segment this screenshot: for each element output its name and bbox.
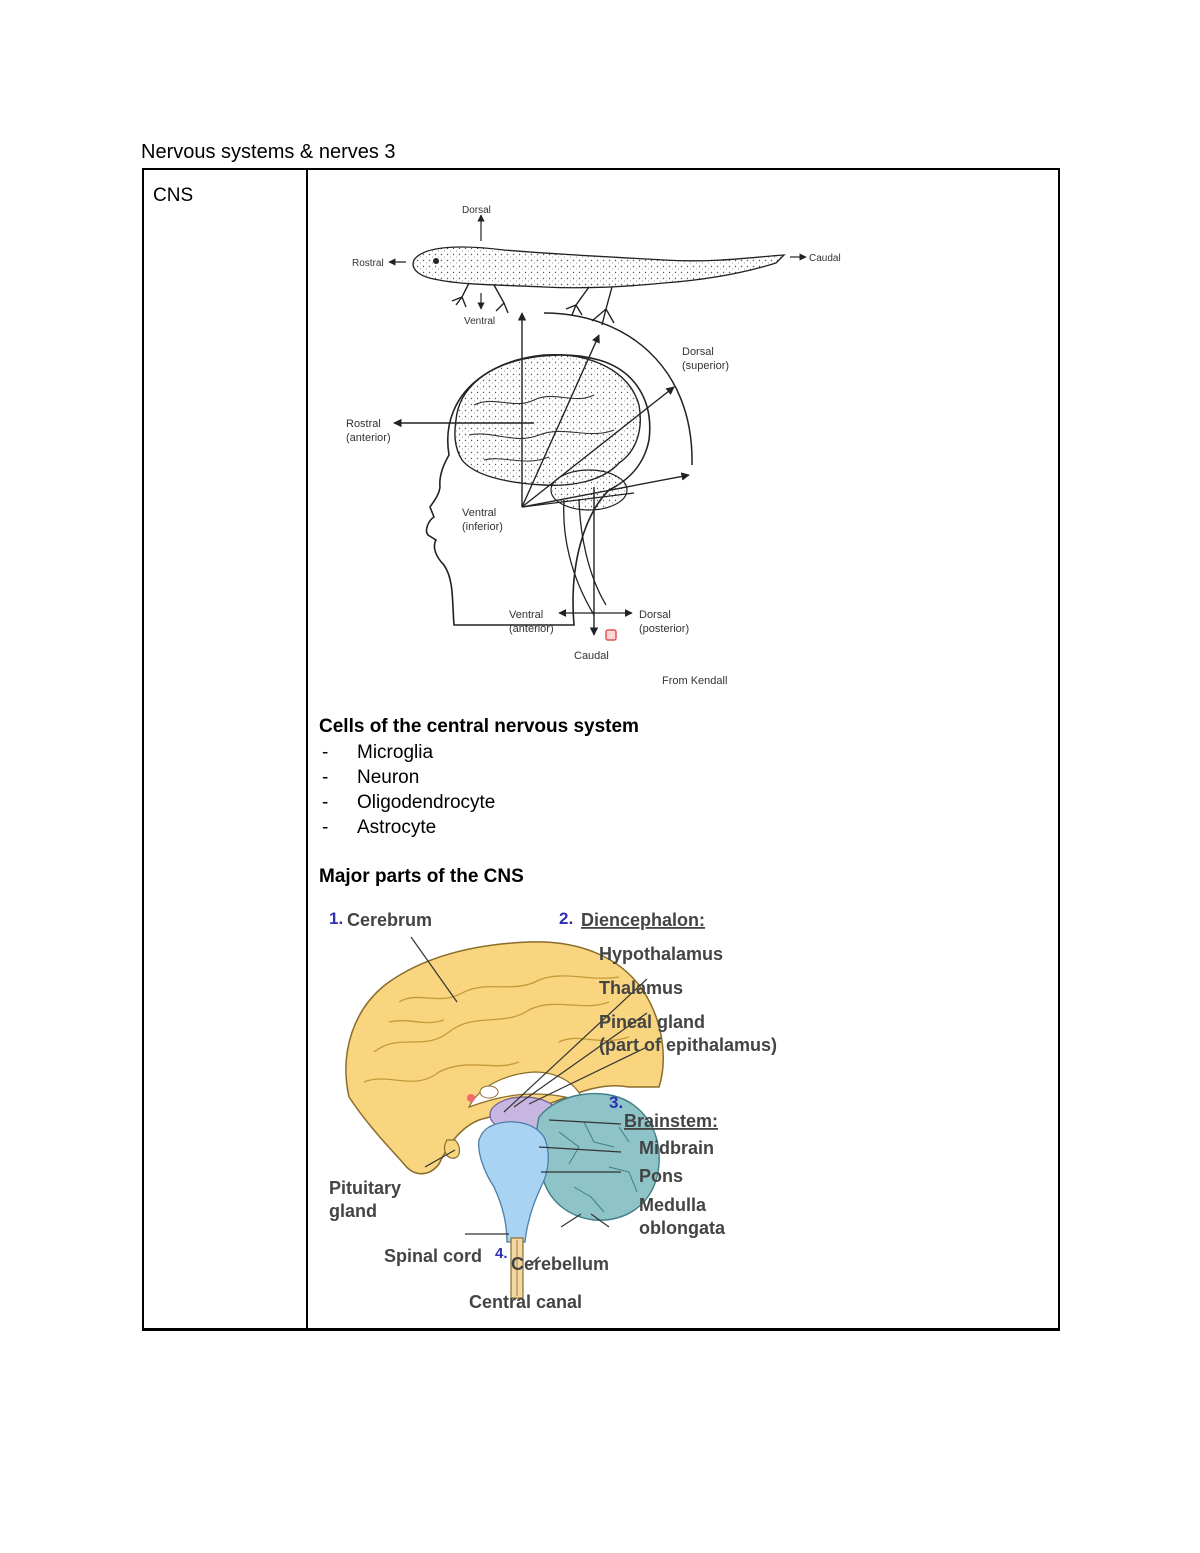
pituitary-sub-label: gland bbox=[329, 1201, 377, 1221]
list-item-text: Microglia bbox=[357, 742, 434, 763]
pons-label: Pons bbox=[639, 1166, 683, 1186]
human-head-figure bbox=[425, 312, 693, 626]
list-marker: - bbox=[322, 742, 329, 763]
ventral-anterior-sub-label: (anterior) bbox=[509, 623, 554, 635]
number-2-label: 2. bbox=[559, 909, 573, 928]
pituitary-shape bbox=[443, 1139, 461, 1159]
pineal-gland-label: Pineal gland bbox=[599, 1012, 705, 1032]
number-3-label: 3. bbox=[609, 1093, 623, 1112]
dorsal-posterior-label: Dorsal bbox=[639, 609, 671, 621]
list-item-text: Neuron bbox=[357, 767, 420, 788]
cerebellum-label: Cerebellum bbox=[511, 1254, 609, 1274]
dorsal-superior-label: Dorsal bbox=[682, 346, 714, 358]
medulla-label: Medulla bbox=[639, 1195, 707, 1215]
cells-heading: Cells of the central nervous system bbox=[319, 716, 639, 737]
list-item: - Astrocyte bbox=[322, 815, 495, 840]
pituitary-label: Pituitary bbox=[329, 1178, 401, 1198]
hypothalamus-label: Hypothalamus bbox=[599, 944, 723, 964]
list-item: - Oligodendrocyte bbox=[322, 790, 495, 815]
diencephalon-label: Diencephalon: bbox=[581, 910, 705, 930]
cells-list: - Microglia - Neuron - Oligodendrocyte - Ast… bbox=[322, 740, 495, 840]
dorsal-posterior-sub-label: (posterior) bbox=[639, 623, 689, 635]
midbrain-label: Midbrain bbox=[639, 1138, 714, 1158]
marker-icon bbox=[605, 629, 617, 641]
brainstem-label: Brainstem: bbox=[624, 1111, 718, 1131]
salamander-rostral-label: Rostral bbox=[352, 258, 384, 269]
dorsal-superior-sub-label: (superior) bbox=[682, 360, 729, 372]
number-4-label: 4. bbox=[495, 1245, 508, 1262]
brainstem-shape bbox=[478, 1121, 549, 1243]
salamander-dorsal-label: Dorsal bbox=[462, 205, 491, 216]
salamander-figure bbox=[412, 246, 786, 326]
thalamus-label: Thalamus bbox=[599, 978, 683, 998]
list-marker: - bbox=[322, 817, 329, 838]
brain-parts-diagram: 1. Cerebrum 2. Diencephalon: Hypothalamu… bbox=[329, 909, 777, 1312]
notes-table: CNS Dorsal Ventral Rostral Caudal bbox=[142, 168, 1060, 1331]
number-1-label: 1. bbox=[329, 909, 343, 928]
central-canal-label: Central canal bbox=[469, 1292, 582, 1312]
cerebrum-label: Cerebrum bbox=[347, 910, 432, 930]
list-item: - Microglia bbox=[322, 740, 495, 765]
parts-heading: Major parts of the CNS bbox=[319, 866, 524, 887]
list-item-text: Astrocyte bbox=[357, 817, 437, 838]
column-divider bbox=[306, 170, 308, 1328]
salamander-ventral-label: Ventral bbox=[464, 316, 495, 327]
ventral-inferior-label: Ventral bbox=[462, 507, 496, 519]
medulla-sub-label: oblongata bbox=[639, 1218, 726, 1238]
row-label: CNS bbox=[153, 185, 194, 206]
ventral-inferior-sub-label: (inferior) bbox=[462, 521, 503, 533]
list-marker: - bbox=[322, 792, 329, 813]
pineal-gland-sub-label: (part of epithalamus) bbox=[599, 1035, 777, 1055]
document-title: Nervous systems & nerves 3 bbox=[141, 141, 396, 163]
credit-label: From Kendall bbox=[662, 675, 727, 687]
list-item-text: Oligodendrocyte bbox=[357, 792, 496, 813]
rostral-anterior-label: Rostral bbox=[346, 418, 381, 430]
list-item: - Neuron bbox=[322, 765, 495, 790]
caudal-label: Caudal bbox=[574, 650, 609, 662]
spinal-cord-label: Spinal cord bbox=[384, 1246, 482, 1266]
rostral-anterior-sub-label: (anterior) bbox=[346, 432, 391, 444]
orientation-diagram: Dorsal Ventral Rostral Caudal Dorsal (su… bbox=[346, 205, 841, 687]
list-marker: - bbox=[322, 767, 329, 788]
cerebrum-shape bbox=[345, 941, 664, 1175]
ventral-anterior-label: Ventral bbox=[509, 609, 543, 621]
salamander-caudal-label: Caudal bbox=[809, 253, 841, 264]
